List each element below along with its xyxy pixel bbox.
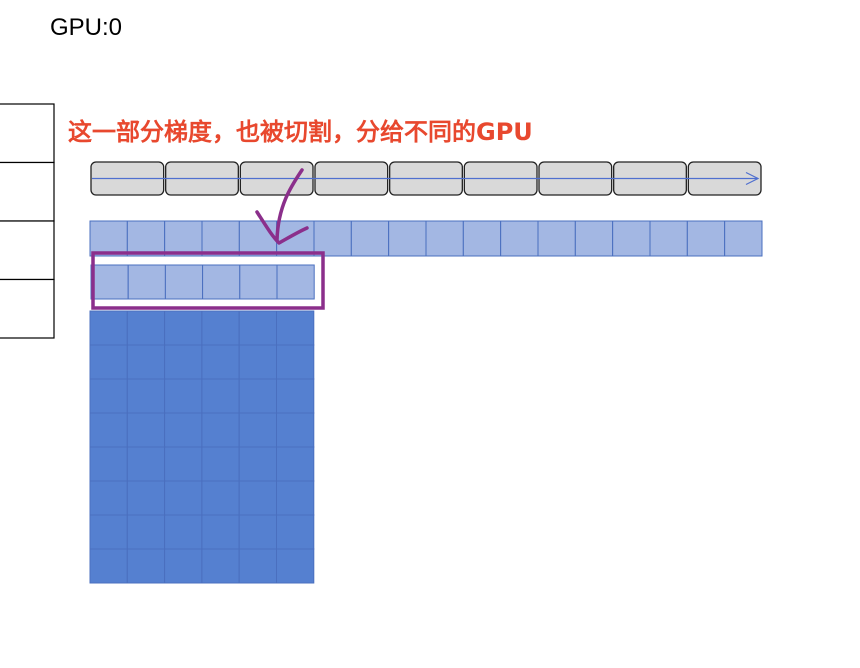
overlay <box>91 168 325 310</box>
dark-blue-cell <box>276 412 315 448</box>
highlighted-cell <box>164 264 204 300</box>
dark-blue-cell <box>164 412 203 448</box>
left-stack-box <box>0 220 55 281</box>
dark-blue-cell <box>89 378 128 414</box>
dark-blue-cell <box>276 446 315 482</box>
dark-blue-cell <box>238 344 277 380</box>
dark-blue-cell <box>126 378 166 414</box>
dark-blue-cell <box>276 514 315 550</box>
dark-blue-cell <box>201 310 240 346</box>
left-stack-box <box>0 161 55 222</box>
dark-blue-cell <box>276 378 315 414</box>
dark-blue-cell <box>276 310 315 346</box>
dark-blue-cell <box>89 344 128 380</box>
light-blue-cell <box>201 220 240 257</box>
dark-blue-cell <box>276 548 315 584</box>
left-stack-box <box>0 278 55 339</box>
annotation-text: 这一部分梯度，也被切割，分给不同的GPU <box>68 118 533 146</box>
light-blue-cell <box>686 220 726 257</box>
dark-blue-cell <box>276 480 315 516</box>
light-blue-cell <box>649 220 688 257</box>
light-blue-cell <box>574 220 614 257</box>
light-blue-cell <box>126 220 166 257</box>
dark-blue-cell <box>89 310 128 346</box>
light-blue-cell <box>164 220 203 257</box>
light-blue-cell <box>425 220 464 257</box>
dark-blue-cell <box>164 446 203 482</box>
highlighted-cell <box>202 264 241 300</box>
gpu-label: GPU:0 <box>50 14 123 41</box>
light-blue-cell <box>350 220 390 257</box>
dark-blue-cell <box>164 514 203 550</box>
light-blue-cell <box>238 220 278 257</box>
light-blue-cell <box>500 220 539 257</box>
highlight-box <box>91 251 325 310</box>
dark-blue-cell <box>201 548 240 584</box>
dark-blue-cell <box>126 446 166 482</box>
dark-blue-grid <box>89 310 315 584</box>
highlighted-cell <box>127 264 166 300</box>
highlighted-cell <box>239 264 278 300</box>
light-blue-cell <box>537 220 576 257</box>
dark-blue-cell <box>126 310 166 346</box>
left-stack <box>0 103 55 339</box>
dark-blue-cell <box>89 514 128 550</box>
dark-blue-cell <box>126 412 166 448</box>
dark-blue-cell <box>238 412 277 448</box>
light-blue-cell <box>388 220 427 257</box>
highlighted-cell <box>276 264 315 300</box>
dark-blue-cell <box>164 548 203 584</box>
dark-blue-cell <box>164 310 203 346</box>
gray-bar-arrow-head <box>745 171 760 186</box>
dark-blue-cell <box>201 412 240 448</box>
dark-blue-cell <box>126 548 166 584</box>
dark-blue-cell <box>164 378 203 414</box>
dark-blue-cell <box>126 514 166 550</box>
light-blue-cell <box>612 220 651 257</box>
dark-blue-cell <box>89 446 128 482</box>
dark-blue-cell <box>164 480 203 516</box>
dark-blue-cell <box>201 344 240 380</box>
dark-blue-cell <box>238 514 277 550</box>
highlighted-cell <box>90 264 129 300</box>
dark-blue-cell <box>238 548 277 584</box>
dark-blue-cell <box>238 378 277 414</box>
left-stack-box <box>0 103 55 164</box>
dark-blue-cell <box>201 480 240 516</box>
dark-blue-cell <box>89 548 128 584</box>
dark-blue-cell <box>238 446 277 482</box>
hand-drawn-arrow-head <box>255 210 309 245</box>
dark-blue-cell <box>89 480 128 516</box>
dark-blue-cell <box>201 378 240 414</box>
dark-blue-cell <box>201 514 240 550</box>
light-blue-cell <box>276 220 315 257</box>
dark-blue-cell <box>89 412 128 448</box>
highlighted-row <box>90 264 315 300</box>
dark-blue-cell <box>238 480 277 516</box>
light-blue-cell <box>724 220 763 257</box>
dark-blue-cell <box>126 344 166 380</box>
gray-segment-bar <box>90 161 762 196</box>
dark-blue-cell <box>126 480 166 516</box>
dark-blue-cell <box>201 446 240 482</box>
light-blue-cell <box>313 220 352 257</box>
light-blue-cell <box>462 220 502 257</box>
dark-blue-cell <box>164 344 203 380</box>
light-blue-cell <box>89 220 128 257</box>
dark-blue-cell <box>276 344 315 380</box>
hand-drawn-arrow-shaft <box>275 168 304 242</box>
dark-blue-cell <box>238 310 277 346</box>
light-blue-row <box>89 220 763 257</box>
